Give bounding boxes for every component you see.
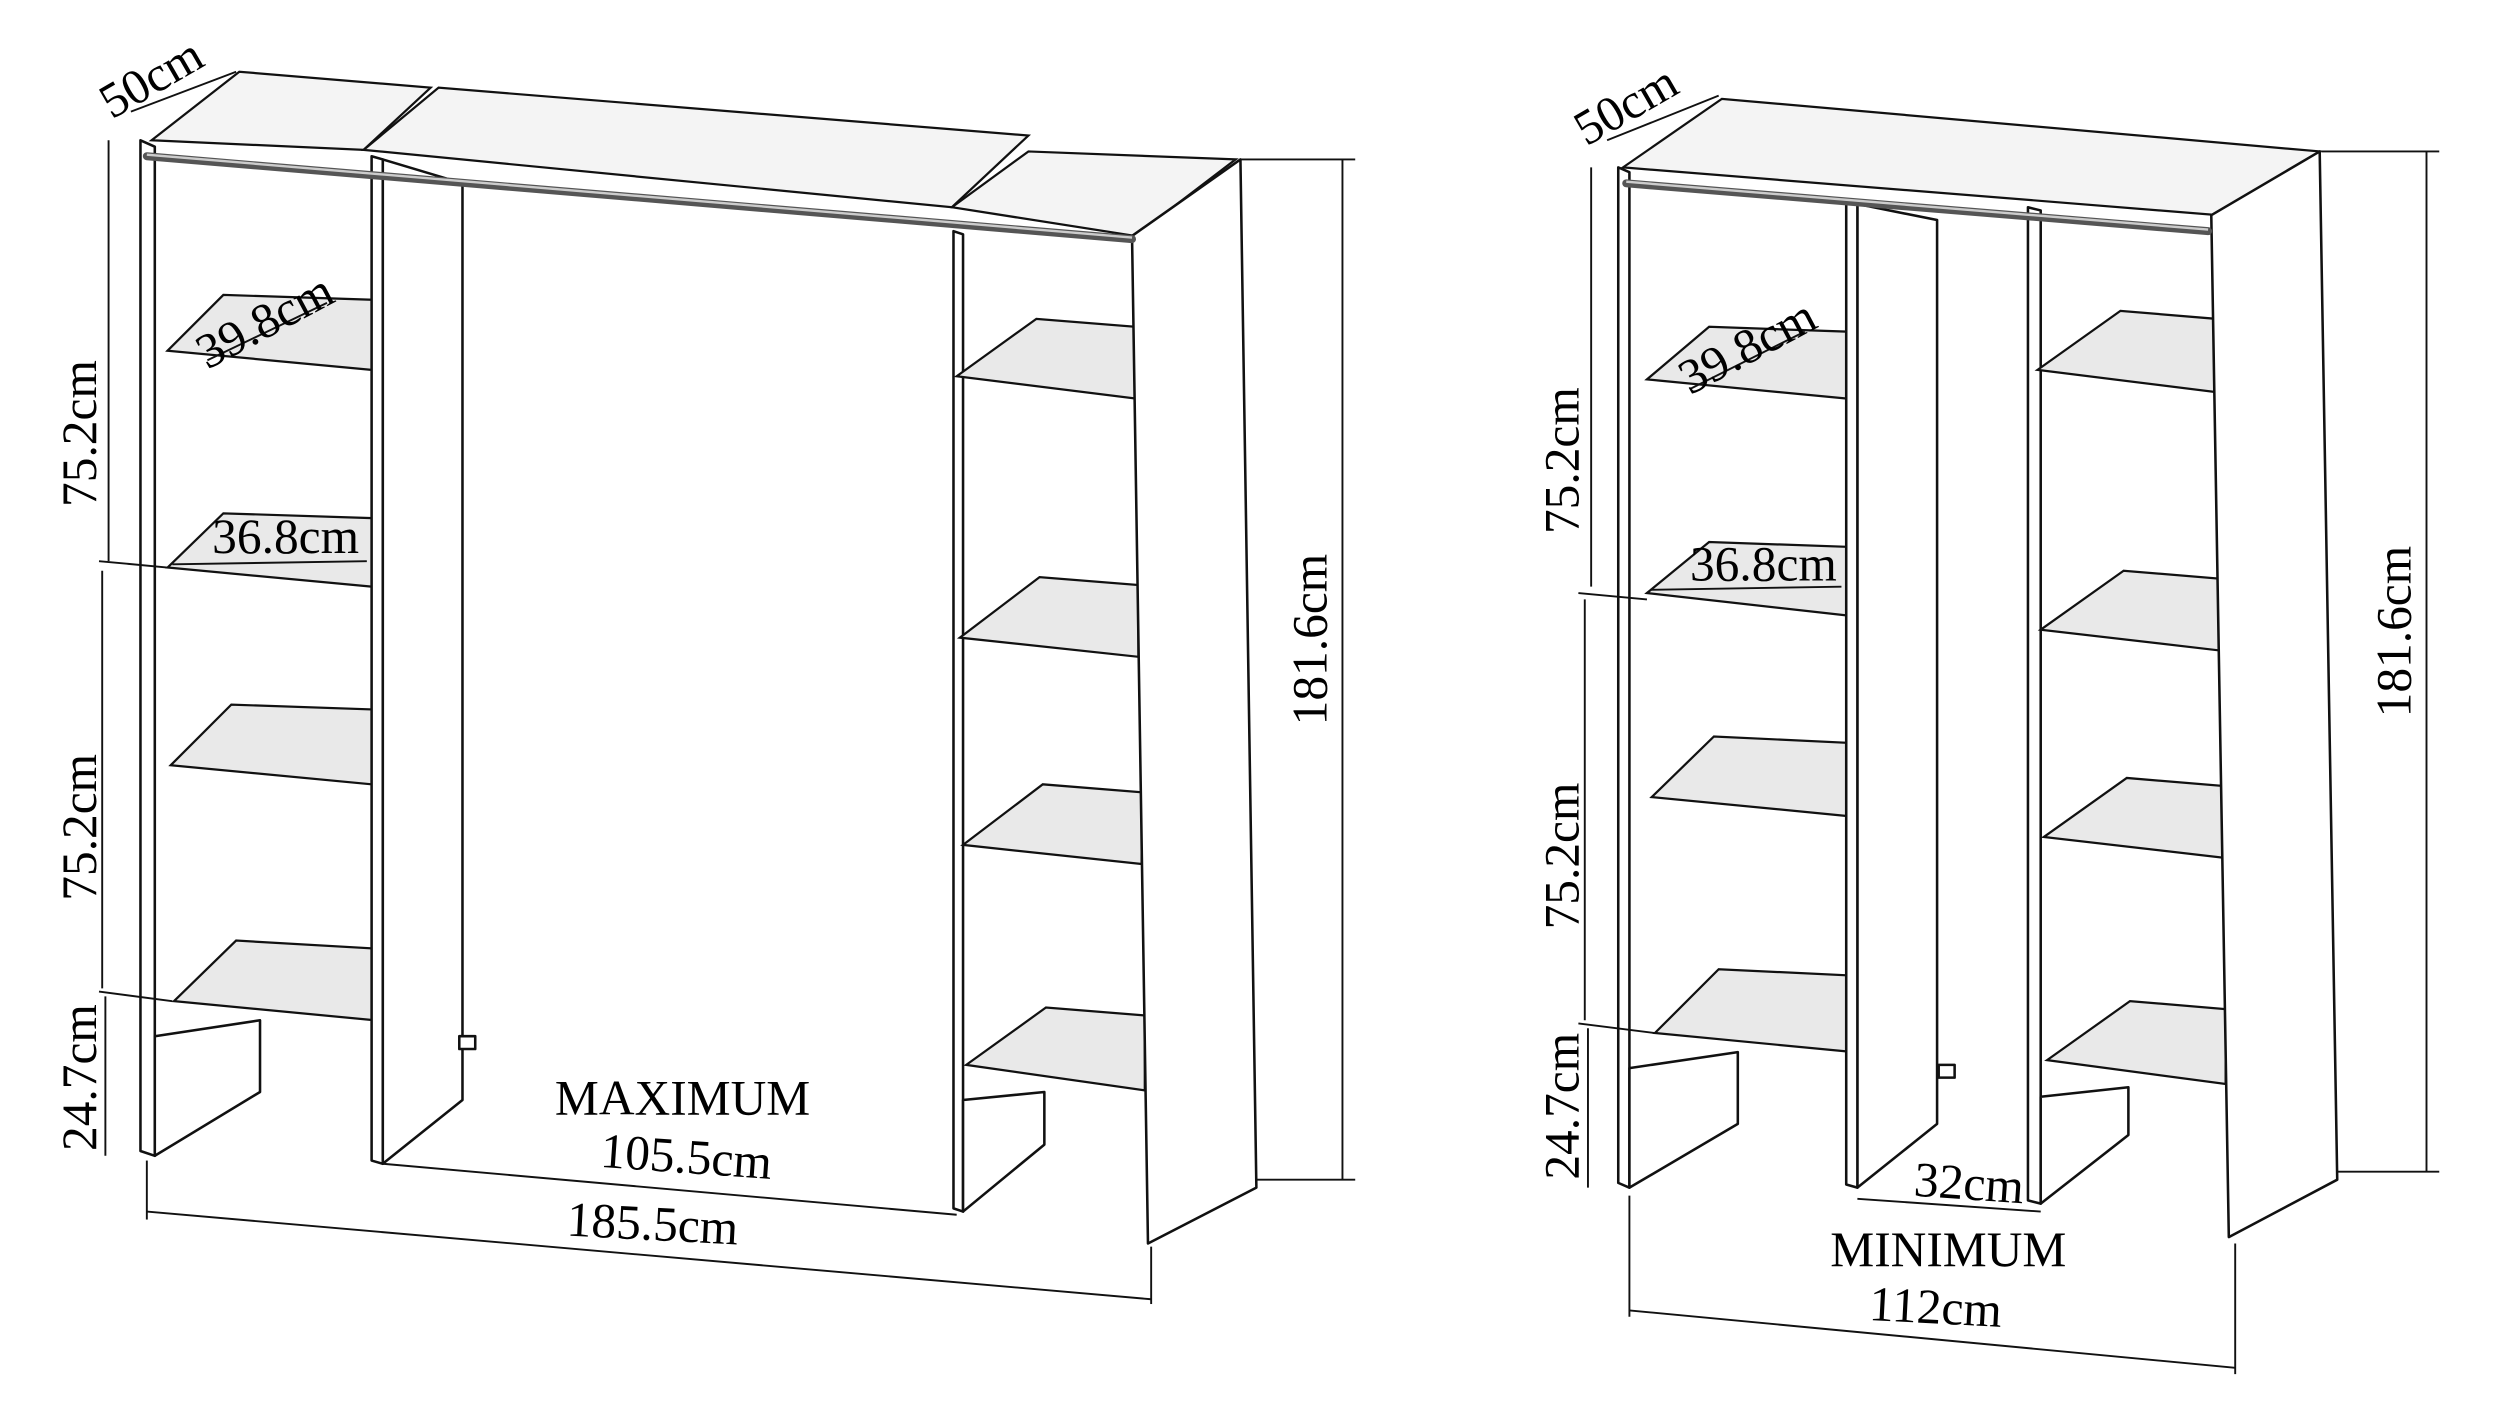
shelf [953, 317, 1137, 400]
shelf [956, 575, 1140, 659]
max-total-height-label: 181.6cm [1283, 554, 1338, 726]
left-side-panel [139, 139, 157, 1158]
left-tower-base-side [153, 1018, 262, 1158]
shelf [2037, 569, 2221, 652]
max-gap-width-label: 105.5cm [599, 1123, 774, 1190]
max-title: MAXIMUM [555, 1070, 810, 1125]
hinge-bracket [1937, 1063, 1956, 1079]
shelf [963, 1006, 1146, 1092]
min-upper-height-label: 75.2cm [1534, 387, 1589, 534]
max-upper-height-label: 75.2cm [52, 360, 107, 507]
right-tower-inner-panel [2026, 205, 2042, 1205]
min-title: MINIMUM [1830, 1222, 2066, 1277]
right-side-panel [1130, 158, 1258, 1245]
hinge-bracket [458, 1034, 477, 1051]
min-base-height-label: 24.7cm [1534, 1033, 1589, 1180]
top-board-middle [360, 86, 1032, 209]
shelf [168, 703, 373, 786]
min-shelf-width-label: 36.8cm [1690, 536, 1837, 591]
hanging-rail [1622, 179, 2213, 236]
shelf [2034, 309, 2218, 394]
middle-panel-side [381, 158, 464, 1166]
right-side-panel [2210, 150, 2339, 1239]
max-total-width-label: 185.5cm [566, 1192, 740, 1256]
dimension-lines [1578, 94, 2440, 1375]
right-tower-base-side [2039, 1085, 2130, 1205]
shelf [1652, 968, 1856, 1054]
shelf [2044, 999, 2227, 1086]
dimension-lines [98, 70, 1356, 1305]
hanging-rail [142, 152, 1137, 244]
min-total-width-label: 112cm [1868, 1276, 2003, 1338]
shelf [1649, 735, 1851, 818]
middle-panel-front [1844, 199, 1859, 1189]
right-tower-inner-panel [952, 229, 965, 1213]
min-gap-width-label: 32cm [1912, 1152, 2025, 1215]
left-tower-base-side [1628, 1050, 1740, 1189]
minimum-wardrobe: 50cm 39.8cm 36.8cm 75.2cm 75.2cm 24.7cm … [1534, 54, 2440, 1375]
middle-panel-front [370, 154, 385, 1166]
shelf [171, 939, 376, 1022]
top-board [1619, 97, 2324, 217]
top-board-left [148, 70, 434, 151]
min-total-height-label: 181.6cm [2367, 546, 2422, 718]
top-board-right [949, 150, 1239, 238]
max-shelf-width-label: 36.8cm [212, 509, 359, 564]
left-side-panel [1616, 166, 1631, 1189]
min-lower-height-label: 75.2cm [1534, 783, 1589, 930]
max-lower-height-label: 75.2cm [52, 754, 107, 901]
right-tower-base-side [961, 1090, 1046, 1213]
max-base-height-label: 24.7cm [52, 1004, 107, 1151]
shelf [2040, 776, 2224, 859]
middle-panel-side [1856, 202, 1939, 1189]
maximum-wardrobe: 50cm 39.8cm 36.8cm 75.2cm 75.2cm 24.7cm … [52, 27, 1356, 1305]
shelf [960, 783, 1143, 866]
